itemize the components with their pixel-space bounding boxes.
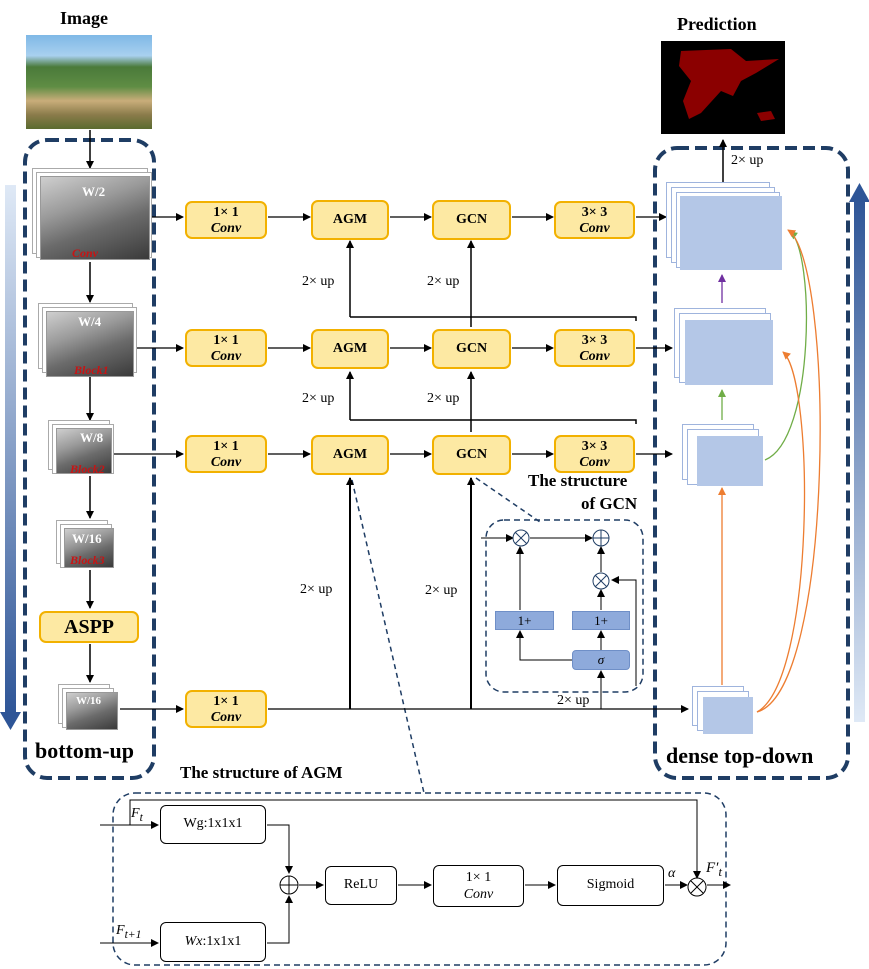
feature-thumb-w2 [40, 176, 150, 260]
thumb-size-label: W/4 [78, 314, 102, 329]
conv-size-label: 3× 3 [581, 439, 608, 454]
conv-label: Conv [579, 455, 610, 470]
bottom-up-direction-arrow [0, 185, 21, 730]
conv-size-label: 1× 1 [213, 439, 239, 454]
thumb-size-label: W/2 [82, 184, 106, 199]
gcn-structure-title-line1: The structure [528, 471, 628, 490]
upsample-label: 2× up [302, 391, 335, 406]
thumb-size-label: W/16 [76, 695, 102, 707]
agm-wg-box: Wg:1x1x1 [160, 805, 266, 844]
upsample-label: 2× up [427, 274, 460, 289]
agm-structure-container [112, 792, 727, 966]
agm-wx-box: Wx:1x1x1 [160, 922, 266, 962]
conv-size-label: 1× 1 [213, 333, 239, 348]
feature-thumb-w8 [56, 428, 112, 474]
wx-symbol: Wx [184, 934, 203, 949]
dense-top-down-label: dense top-down [666, 743, 814, 768]
upsample-label: 2× up [425, 583, 458, 598]
gcn-callout-line [475, 477, 541, 523]
upsample-label: 2× up [302, 274, 335, 289]
conv-label: Conv [210, 221, 242, 236]
feature-thumb-w4 [46, 311, 134, 377]
thumb-size-label: W/16 [72, 531, 102, 546]
bottom-up-label: bottom-up [35, 738, 135, 763]
thumb-block-label: Conv [72, 246, 99, 260]
ft-symbol: F [116, 923, 125, 938]
agm-input-ft: Ft [131, 806, 143, 824]
conv-size-label: 1× 1 [213, 694, 239, 709]
gcn-block-row2: GCN [432, 329, 511, 369]
gcn-sigma-bar: σ [572, 650, 630, 670]
top-down-direction-arrow [849, 183, 869, 722]
ft-symbol: F [131, 806, 140, 821]
agm-output-ftprime: F′t [706, 860, 722, 880]
agm-conv-box: 1× 1 Conv [433, 865, 524, 907]
conv-label: Conv [579, 221, 610, 236]
thumb-block-label: Block1 [74, 363, 109, 377]
conv-size-label: 3× 3 [581, 205, 608, 220]
thumb-block-label: Block3 [70, 553, 105, 567]
prediction-image [661, 41, 785, 134]
thumb-size-label: W/8 [80, 430, 104, 445]
wx-rest: :1x1x1 [202, 934, 242, 949]
conv-label: Conv [210, 455, 242, 470]
conv-label: Conv [463, 887, 494, 902]
ftprime-symbol: F′ [706, 860, 719, 876]
image-title: Image [60, 8, 108, 28]
ft-subscript: t [139, 810, 143, 824]
upsample-label: 2× up [427, 391, 460, 406]
agm-structure-title: The structure of AGM [180, 763, 343, 782]
topdown-feature-map-level2 [685, 320, 773, 385]
prediction-title: Prediction [677, 14, 757, 34]
gcn-block-row3: GCN [432, 435, 511, 475]
agm-block-row3: AGM [311, 435, 389, 475]
feature-thumb-w16 [64, 528, 114, 568]
agm-block-row1: AGM [311, 200, 389, 240]
conv-label: Conv [210, 710, 242, 725]
agm-relu-box: ReLU [325, 866, 397, 905]
conv-size-label: 1× 1 [465, 870, 492, 885]
ftprime-subscript: t [718, 865, 722, 879]
dense-top-down-container [653, 146, 850, 780]
input-landslide-image [26, 35, 152, 129]
feature-thumb-w16-aspp [66, 692, 118, 730]
gcn-structure-container [485, 519, 644, 693]
agm-block-row2: AGM [311, 329, 389, 369]
upsample-label: 2× up [557, 693, 590, 708]
thumb-block-label: Block2 [70, 462, 105, 476]
conv-label: Conv [210, 349, 242, 364]
topdown-feature-map-level1 [680, 196, 782, 270]
gcn-one-plus-bar-left: 1+ [495, 611, 554, 630]
topdown-feature-map-level3 [697, 436, 763, 486]
conv-size-label: 3× 3 [581, 333, 608, 348]
conv-label: Conv [579, 349, 610, 364]
agm-input-ft1: Ft+1 [116, 923, 142, 941]
gcn-one-plus-bar-right: 1+ [572, 611, 630, 630]
aspp-box: ASPP [39, 611, 139, 643]
topdown-feature-map-level4 [703, 697, 753, 734]
agm-alpha-label: α [668, 866, 676, 881]
agm-sigmoid-box: Sigmoid [557, 865, 664, 906]
agm-callout-line [351, 479, 425, 794]
ft1-subscript: t+1 [124, 927, 142, 941]
gcn-structure-title-line2: of GCN [581, 494, 638, 513]
upsample-label: 2× up [731, 153, 764, 168]
conv-size-label: 1× 1 [213, 205, 239, 220]
gcn-block-row1: GCN [432, 200, 511, 240]
upsample-label: 2× up [300, 582, 333, 597]
